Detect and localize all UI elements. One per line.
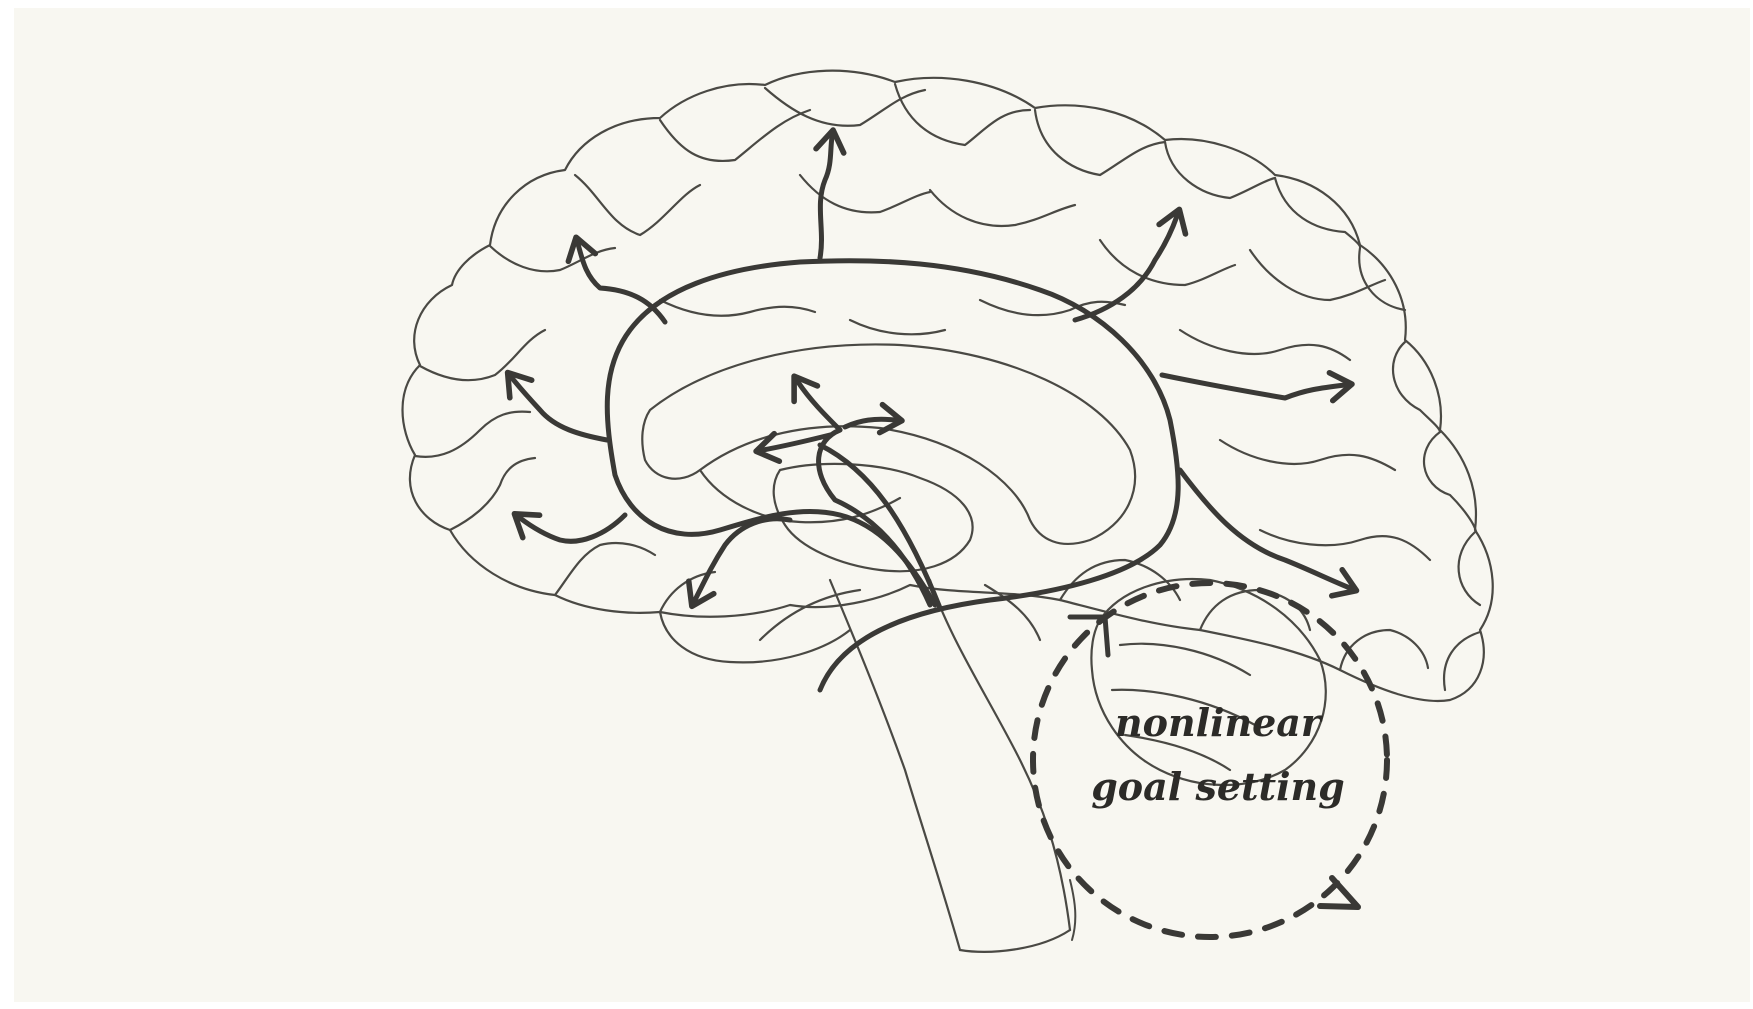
arrow-lower-left bbox=[520, 515, 625, 541]
radiating-arrow-icon bbox=[512, 137, 1350, 600]
arrow-right bbox=[1162, 375, 1345, 398]
arrow-lower-right bbox=[1180, 470, 1350, 588]
brain-outline-icon bbox=[403, 71, 1493, 952]
cycle-label-line2: goal setting bbox=[1091, 764, 1345, 809]
arrow-center-up bbox=[798, 382, 840, 430]
dashed-cycle-icon bbox=[1033, 583, 1387, 940]
arrow-center-right bbox=[845, 419, 895, 427]
cycle-label-line1: nonlinear bbox=[1115, 700, 1324, 745]
arrow-left bbox=[512, 378, 607, 440]
arrow-top bbox=[820, 137, 832, 258]
